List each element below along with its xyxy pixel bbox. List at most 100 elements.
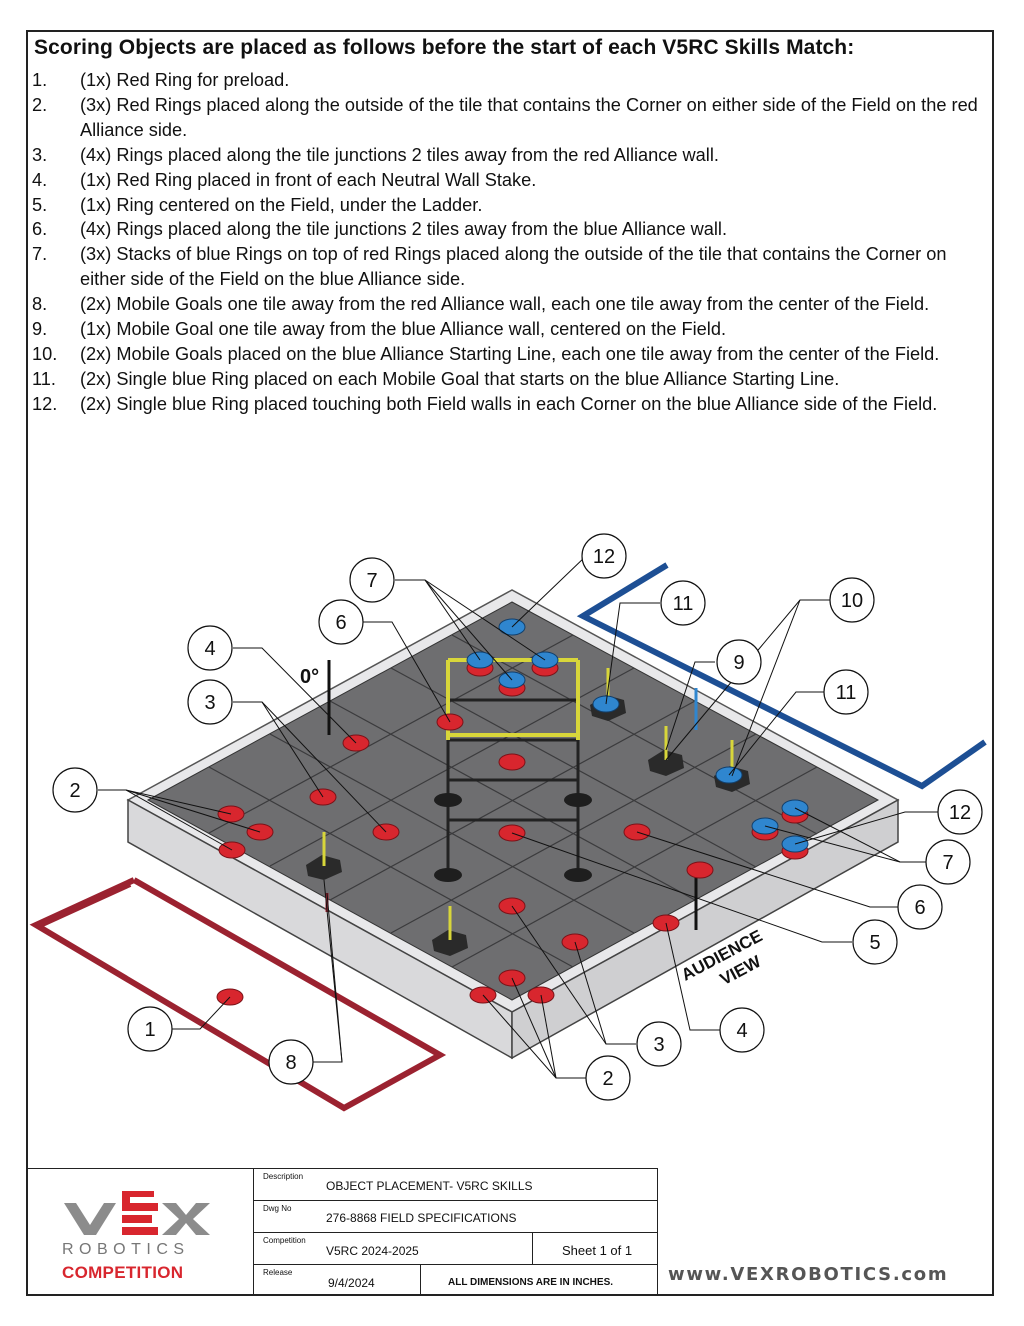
website-url: www.VEXROBOTICS.com bbox=[668, 1264, 949, 1285]
description-row: Description OBJECT PLACEMENT- V5RC SKILL… bbox=[254, 1168, 658, 1200]
callout-number: 3 bbox=[204, 692, 215, 714]
callout-number: 11 bbox=[673, 593, 694, 615]
rule-item: 3. (4x) Rings placed along the tile junct… bbox=[32, 143, 990, 168]
rule-item: 1. (1x) Red Ring for preload. bbox=[32, 68, 990, 93]
description-label: Description bbox=[263, 1172, 304, 1181]
callout-number: 7 bbox=[942, 852, 953, 874]
vex-logo: ROBOTICS COMPETITION bbox=[26, 1168, 254, 1296]
callout-leader-lines bbox=[98, 555, 938, 1079]
callout-bubble bbox=[268, 1039, 314, 1085]
mobile-goal bbox=[306, 832, 342, 880]
rule-number: 4. bbox=[32, 169, 48, 190]
rule-number: 2. bbox=[32, 94, 48, 115]
rule-number: 6. bbox=[32, 219, 48, 240]
callout-bubble bbox=[52, 767, 98, 813]
rule-text: (1x) Ring centered on the Field, under t… bbox=[80, 194, 483, 215]
rule-text: (3x) Stacks of blue Rings on top of red … bbox=[80, 244, 947, 290]
callout-number: 1 bbox=[144, 1019, 155, 1041]
callout-number: 9 bbox=[733, 652, 744, 674]
logo-robotics-text: ROBOTICS bbox=[62, 1241, 190, 1258]
callout-number: 8 bbox=[285, 1052, 296, 1074]
title-block-table: Description OBJECT PLACEMENT- V5RC SKILL… bbox=[254, 1168, 658, 1296]
rule-text: (2x) Single blue Ring placed on each Mob… bbox=[80, 368, 840, 389]
rule-number: 11. bbox=[32, 368, 56, 389]
rule-item: 7. (3x) Stacks of blue Rings on top of re… bbox=[32, 242, 990, 292]
blue-alliance-line bbox=[576, 562, 987, 790]
rule-text: (2x) Mobile Goals placed on the blue All… bbox=[80, 343, 940, 364]
callout-bubble bbox=[852, 919, 898, 965]
rule-number: 10. bbox=[32, 343, 58, 364]
sheet-number: Sheet 1 of 1 bbox=[562, 1243, 633, 1258]
competition-label: Competition bbox=[263, 1236, 306, 1245]
release-divider bbox=[420, 1265, 421, 1296]
callout-number: 6 bbox=[335, 612, 346, 634]
rule-number: 12. bbox=[32, 393, 58, 414]
field-wall-front-right bbox=[511, 798, 899, 1060]
callout-number: 12 bbox=[949, 802, 971, 824]
mobile-goal bbox=[432, 906, 468, 956]
red-alliance-line-outline bbox=[38, 881, 132, 928]
callout-bubble bbox=[823, 669, 869, 715]
drawing-number-label: Dwg No bbox=[263, 1204, 292, 1213]
title-block: ROBOTICS COMPETITION Description OBJECT … bbox=[26, 1168, 994, 1296]
callout-number: 5 bbox=[869, 932, 880, 954]
callout-number: 4 bbox=[204, 638, 215, 660]
rule-text: (1x) Mobile Goal one tile away from the … bbox=[80, 319, 726, 340]
rule-number: 8. bbox=[32, 294, 48, 315]
dimensions-note: ALL DIMENSIONS ARE IN INCHES. bbox=[448, 1277, 614, 1288]
rule-item: 8. (2x) Mobile Goals one tile away from t… bbox=[32, 292, 990, 317]
callout-number: 11 bbox=[836, 682, 857, 704]
callout-bubble bbox=[581, 533, 627, 579]
callout-number: 6 bbox=[914, 897, 925, 919]
logo-competition-text: COMPETITION bbox=[62, 1263, 184, 1282]
release-label: Release bbox=[263, 1268, 293, 1277]
sheet-divider bbox=[532, 1233, 533, 1264]
callout-bubble bbox=[829, 577, 875, 623]
rule-item: 12. (2x) Single blue Ring placed touching… bbox=[32, 392, 990, 417]
callout-bubble bbox=[636, 1021, 682, 1067]
rule-number: 9. bbox=[32, 319, 48, 340]
rule-number: 3. bbox=[32, 144, 48, 165]
rule-item: 5. (1x) Ring centered on the Field, under… bbox=[32, 193, 990, 218]
angle-label: 0° bbox=[300, 666, 319, 688]
callout-number: 10 bbox=[841, 590, 863, 612]
rule-text: (2x) Mobile Goals one tile away from the… bbox=[80, 294, 930, 315]
rule-number: 5. bbox=[32, 194, 48, 215]
rule-item: 6. (4x) Rings placed along the tile junct… bbox=[32, 217, 990, 242]
rule-text: (2x) Single blue Ring placed touching bo… bbox=[80, 393, 938, 414]
callout-bubble bbox=[349, 557, 395, 603]
callout-bubbles bbox=[52, 533, 983, 1101]
description-value: OBJECT PLACEMENT- V5RC SKILLS bbox=[326, 1179, 533, 1193]
callout-number: 7 bbox=[366, 570, 377, 592]
placement-rules-list: 1. (1x) Red Ring for preload. 2. (3x) Red … bbox=[32, 68, 990, 417]
callout-bubble bbox=[719, 1007, 765, 1053]
callout-bubble bbox=[318, 599, 364, 645]
callout-number: 3 bbox=[653, 1034, 664, 1056]
callout-bubble bbox=[897, 884, 943, 930]
callout-numbers: 12 7 6 11 10 4 9 3 11 2 12 7 6 5 1 8 3 4… bbox=[69, 546, 971, 1090]
rule-text: (1x) Red Ring for preload. bbox=[80, 70, 290, 90]
mobile-goal bbox=[648, 726, 684, 776]
rule-number: 1. bbox=[32, 70, 48, 90]
rule-item: 2. (3x) Red Rings placed along the outsid… bbox=[32, 93, 990, 143]
callout-bubble bbox=[187, 679, 233, 725]
page-heading: Scoring Objects are placed as follows be… bbox=[34, 36, 855, 59]
competition-row: Competition V5RC 2024-2025 Sheet 1 of 1 bbox=[254, 1232, 658, 1264]
rule-text: (1x) Red Ring placed in front of each Ne… bbox=[80, 169, 537, 190]
callout-bubble bbox=[585, 1055, 631, 1101]
ladder-feet bbox=[434, 793, 592, 882]
release-value: 9/4/2024 bbox=[328, 1276, 375, 1290]
rule-text: (3x) Red Rings placed along the outside … bbox=[80, 94, 978, 140]
drawing-border bbox=[26, 30, 994, 1296]
rule-item: 4. (1x) Red Ring placed in front of each … bbox=[32, 168, 990, 193]
rule-text: (4x) Rings placed along the tile junctio… bbox=[80, 144, 719, 165]
rule-item: 9. (1x) Mobile Goal one tile away from th… bbox=[32, 317, 990, 342]
callout-number: 4 bbox=[736, 1020, 747, 1042]
field-isometric-diagram: 0° AUDIENCE VIEW bbox=[29, 533, 987, 1112]
callout-number: 2 bbox=[602, 1068, 613, 1090]
drawing-number-row: Dwg No 276-8868 FIELD SPECIFICATIONS bbox=[254, 1200, 658, 1232]
callout-bubble bbox=[716, 639, 762, 685]
rule-text: (4x) Rings placed along the tile junctio… bbox=[80, 219, 728, 240]
rule-number: 7. bbox=[32, 244, 48, 265]
callout-bubble bbox=[127, 1006, 173, 1052]
